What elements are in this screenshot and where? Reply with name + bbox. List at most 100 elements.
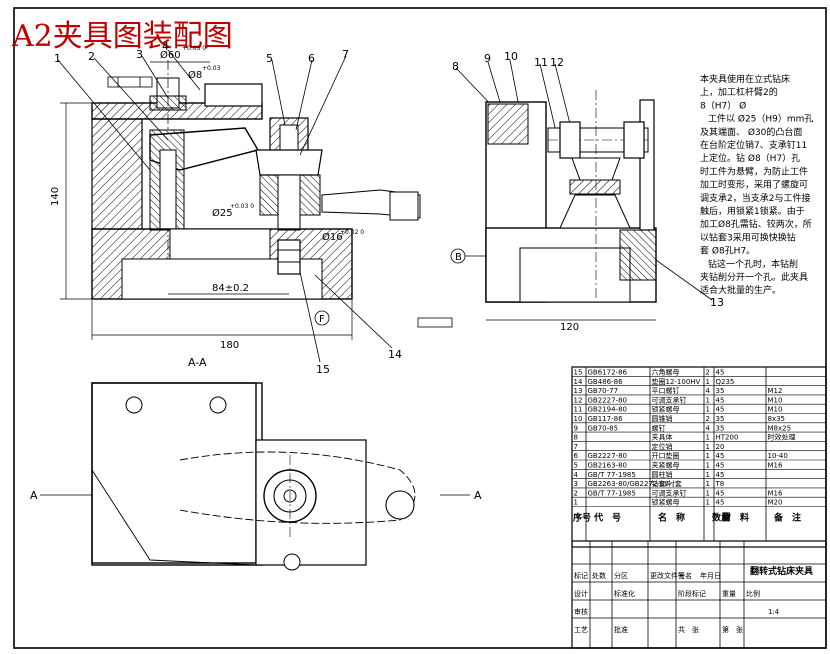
note-line: 时工件为悬臂，为防止工件 bbox=[700, 165, 808, 177]
drawing-title: A2夹具图装配图 bbox=[11, 19, 233, 54]
bom-header-qty: 数量 bbox=[712, 512, 730, 524]
bom-cell-note: 时效处理 bbox=[768, 433, 796, 442]
bom-cell-no: 3 bbox=[574, 480, 578, 488]
note-line: 及其端面、 Ø30的凸台面 bbox=[700, 126, 802, 138]
bom-cell-code: GB2227-80 bbox=[588, 396, 627, 404]
part-label-10: 10 bbox=[504, 50, 518, 63]
bom-cell-qty: 1 bbox=[706, 434, 710, 442]
bom-cell-qty: 2 bbox=[706, 415, 710, 423]
tb-change-doc: 更改文件号 bbox=[650, 571, 685, 580]
bom-cell-note: M12 bbox=[768, 387, 783, 395]
section-label: A-A bbox=[188, 356, 207, 369]
bom-header-no: 序号 bbox=[573, 512, 591, 524]
front-view bbox=[60, 60, 421, 340]
bom-cell-qty: 1 bbox=[706, 462, 710, 470]
tb-weight: 重量 bbox=[722, 590, 736, 598]
bom-cell-code: GB117-86 bbox=[588, 415, 624, 423]
bom-cell-code: GB2227-80 bbox=[588, 452, 627, 460]
bom-cell-note: M20 bbox=[768, 499, 783, 507]
bom-cell-name: 圆柱销 bbox=[652, 470, 673, 479]
bom-cell-note: 10-40 bbox=[768, 452, 788, 460]
bom-cell-mat: HT200 bbox=[716, 434, 739, 442]
bom-cell-qty: 2 bbox=[706, 369, 710, 377]
bom-cell-mat: 45 bbox=[716, 369, 725, 377]
bom-cell-qty: 1 bbox=[706, 480, 710, 488]
note-line: 以钻套3采用可换快换钻 bbox=[700, 231, 796, 243]
bom-cell-code: GB70-85 bbox=[588, 424, 619, 432]
tb-sign: 签名 bbox=[678, 571, 692, 580]
bom-cell-mat: Q235 bbox=[716, 378, 735, 386]
bom-cell-name: 夹具体 bbox=[652, 433, 673, 442]
bom-cell-note: M16 bbox=[768, 489, 783, 497]
bom-cell-no: 5 bbox=[574, 462, 578, 470]
note-line: 钻这一个孔时，本钻削 bbox=[708, 258, 798, 270]
bom-cell-note: M8x25 bbox=[768, 424, 792, 432]
leader-lines bbox=[57, 49, 713, 363]
bom-cell-name: 六角螺母 bbox=[652, 368, 680, 377]
dim-w180: 180 bbox=[220, 340, 239, 351]
part-label-7: 7 bbox=[342, 48, 349, 61]
part-label-6: 6 bbox=[308, 52, 315, 65]
bom-cell-name: 锁紧螺母 bbox=[652, 405, 680, 414]
bom-cell-mat: 45 bbox=[716, 462, 725, 470]
bom-cell-no: 9 bbox=[574, 424, 578, 432]
bom-cell-code: GB2194-80 bbox=[588, 406, 627, 414]
bom-cell-mat: 45 bbox=[716, 489, 725, 497]
bom-cell-name: 定位销 bbox=[652, 442, 673, 451]
dim-d-bore: Ø8 bbox=[188, 69, 202, 81]
dim-d-top-tol: +0.03 0 bbox=[182, 45, 206, 52]
bom-cell-mat: T8 bbox=[715, 480, 725, 488]
bom-cell-no: 1 bbox=[574, 499, 578, 507]
dim-d16-tol: +0.02 0 bbox=[340, 229, 364, 236]
note-line: 上定位。钻 Ø8（H7）孔 bbox=[700, 152, 800, 164]
bom-cell-mat: 20 bbox=[716, 443, 725, 451]
bom-cell-qty: 1 bbox=[706, 452, 710, 460]
bom-cell-mat: 45 bbox=[716, 396, 725, 404]
tb-sheets: 共 张 bbox=[678, 625, 699, 634]
tb-design: 设计 bbox=[574, 589, 588, 598]
bom-cell-note: 8x35 bbox=[768, 415, 786, 423]
part-label-2: 2 bbox=[88, 50, 95, 63]
dim-d-top: Ø60 bbox=[160, 49, 181, 61]
part-label-15: 15 bbox=[316, 363, 330, 376]
bom-cell-qty: 1 bbox=[706, 396, 710, 404]
bom-cell-no: 13 bbox=[574, 387, 583, 395]
part-label-13: 13 bbox=[710, 296, 724, 309]
note-line: 夹钻削分开一个孔。此夹具 bbox=[700, 271, 808, 283]
bom-cell-mat: 45 bbox=[716, 499, 725, 507]
dim-d16: Ø16 bbox=[322, 231, 343, 243]
bom-cell-qty: 4 bbox=[706, 424, 711, 432]
bom-cell-no: 2 bbox=[574, 489, 578, 497]
tb-date: 年月日 bbox=[700, 571, 721, 580]
tb-drawing-name: 翻转式钻床夹具 bbox=[750, 565, 813, 577]
note-line: 适合大批量的生产。 bbox=[700, 284, 781, 296]
note-line: 触后，用锁紧1锁紧。由于 bbox=[700, 205, 805, 217]
note-line: 工件以 Ø25（H9）mm孔 bbox=[708, 113, 813, 125]
bom-cell-no: 15 bbox=[574, 369, 583, 377]
tb-standard: 标准化 bbox=[614, 589, 635, 598]
part-label-8: 8 bbox=[452, 60, 459, 73]
bom-cell-name: 夹紧螺母 bbox=[652, 461, 680, 470]
bom-cell-name: 锁紧螺母 bbox=[652, 498, 680, 507]
dim-h140: 140 bbox=[50, 187, 61, 206]
bom-cell-code: GB486-86 bbox=[588, 378, 624, 386]
bom-cell-no: 12 bbox=[574, 396, 583, 404]
section-arrow-right: A bbox=[474, 489, 482, 502]
tb-review: 审核 bbox=[574, 607, 588, 616]
bom-cell-mat: 35 bbox=[716, 424, 725, 432]
bom-cell-name: 圆锥销 bbox=[652, 414, 673, 423]
bom-cell-mat: 45 bbox=[716, 406, 725, 414]
note-line: 加工时变形，采用了螺旋可 bbox=[700, 179, 808, 191]
part-label-11: 11 bbox=[534, 56, 548, 69]
bom-cell-note: M10 bbox=[768, 406, 783, 414]
bom-cell-mat: 35 bbox=[716, 415, 725, 423]
tb-zone: 分区 bbox=[614, 571, 628, 580]
border-frame bbox=[13, 7, 827, 649]
bom-cell-name: 可调支承钉 bbox=[652, 488, 687, 497]
bom-cell-name: 螺钉 bbox=[652, 423, 666, 432]
bom-cell-name: 可调支承钉 bbox=[652, 395, 687, 404]
tb-approve: 批准 bbox=[614, 625, 628, 634]
